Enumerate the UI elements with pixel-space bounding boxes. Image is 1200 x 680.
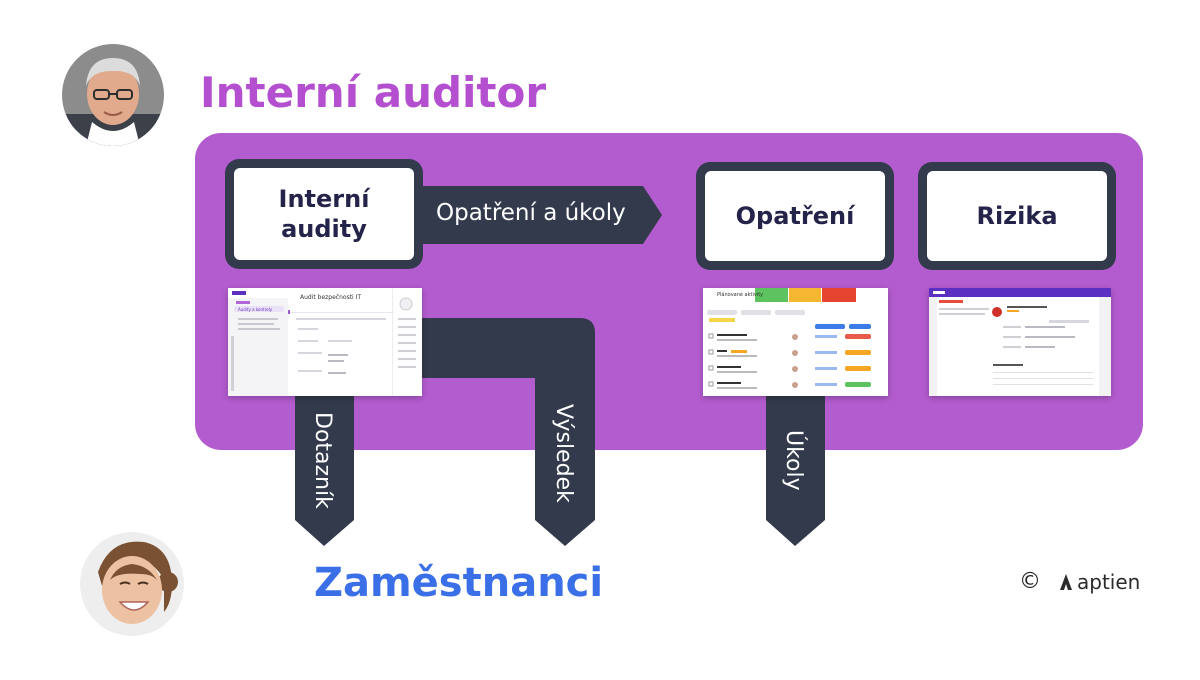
screenshot-planned-activities: Plánované aktivity xyxy=(703,288,888,396)
copyright-symbol: © xyxy=(1019,569,1041,594)
flow-arrow-questionnaire xyxy=(295,395,354,546)
screenshot-audit-title: Audit bezpečnosti IT xyxy=(300,294,362,301)
flow-arrow-result xyxy=(422,318,595,546)
flow-label-result: Výsledek xyxy=(551,404,576,503)
brand-logo: aptien xyxy=(1058,570,1140,594)
screenshot-internal-audit: Audit bezpečnosti IT Audity a kontroly xyxy=(228,288,422,396)
employee-avatar xyxy=(80,532,184,636)
flow-label-tasks: Úkoly xyxy=(781,430,806,491)
screenshot-activities-title: Plánované aktivity xyxy=(717,292,764,298)
flow-label-questionnaire: Dotazník xyxy=(310,412,335,509)
flow-arrow-measures-and-tasks xyxy=(410,186,662,244)
auditor-role-title: Interní auditor xyxy=(200,68,547,117)
brand-name: aptien xyxy=(1077,570,1141,594)
module-measures-label: Opatření xyxy=(705,171,885,261)
employees-role-title: Zaměstnanci xyxy=(314,560,604,606)
module-internal-audits-label-line1: Interní xyxy=(278,185,370,213)
module-measures[interactable]: Opatření xyxy=(696,162,894,270)
aptien-logo-icon xyxy=(1060,574,1072,590)
module-risks[interactable]: Rizika xyxy=(918,162,1116,270)
flow-label-measures-and-tasks: Opatření a úkoly xyxy=(436,200,626,226)
module-risks-label: Rizika xyxy=(927,171,1107,261)
module-internal-audits-label-line2: audity xyxy=(281,215,367,243)
screenshot-risks xyxy=(929,288,1111,396)
screenshot-audit-nav: Audity a kontroly xyxy=(238,307,273,312)
flow-arrow-tasks xyxy=(766,395,825,546)
module-internal-audits[interactable]: Interní audity xyxy=(225,159,423,269)
auditor-avatar xyxy=(62,44,164,146)
